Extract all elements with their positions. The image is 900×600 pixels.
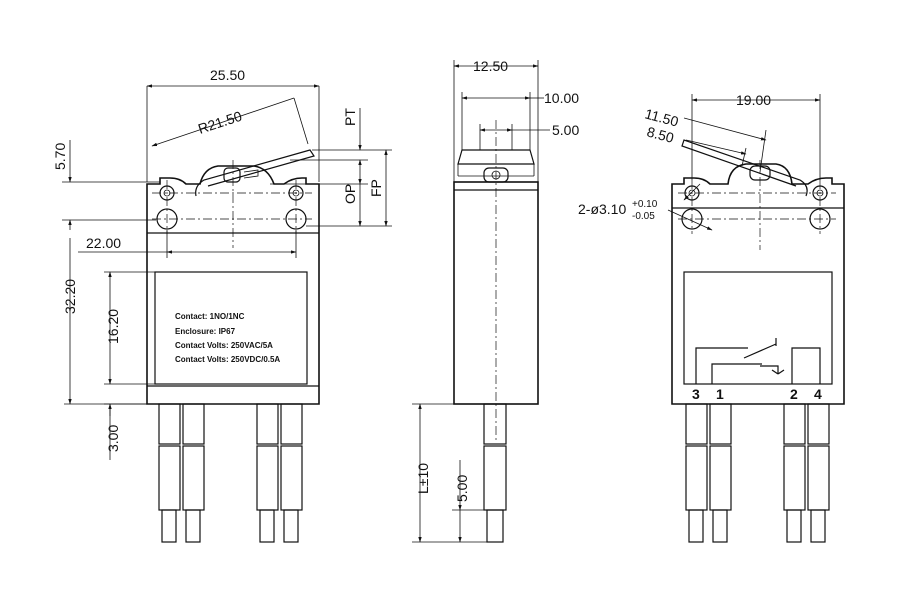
dim-front-width: 25.50 <box>210 67 245 83</box>
label-volts-dc: Contact Volts: 250VDC/0.5A <box>175 355 280 364</box>
side-lead <box>483 403 507 445</box>
dim-fp: FP <box>368 179 384 197</box>
dim-pt: PT <box>342 108 358 126</box>
switch-symbol <box>695 338 821 384</box>
dim-back-width: 19.00 <box>736 92 771 108</box>
dim-lead-length: L±10 <box>415 463 431 494</box>
dim-label-height: 16.20 <box>105 309 121 344</box>
pin-label-2: 2 <box>790 386 798 402</box>
dim-hole-pitch: 22.00 <box>86 235 121 251</box>
label-volts-ac: Contact Volts: 250VAC/5A <box>175 341 273 350</box>
front-view: Contact: 1NO/1NC Enclosure: IP67 Contact… <box>52 67 392 543</box>
side-view: 12.50 10.00 5.00 L±10 5.00 <box>412 58 579 543</box>
dim-strip-length: 5.00 <box>454 475 470 502</box>
front-label-panel <box>154 271 308 385</box>
back-lever <box>681 139 808 197</box>
dim-plunger-width: 5.00 <box>552 122 579 138</box>
pin-label-1: 1 <box>716 386 724 402</box>
back-view: 3 1 2 4 <box>578 92 845 543</box>
pin-label-4: 4 <box>814 386 822 402</box>
back-panel <box>683 271 833 385</box>
dim-body-height: 32.20 <box>62 279 78 314</box>
pin-label-3: 3 <box>692 386 700 402</box>
dim-side-width: 12.50 <box>473 58 508 74</box>
label-enclosure: Enclosure: IP67 <box>175 327 236 336</box>
front-terminals <box>158 403 303 543</box>
dim-hole-tol-plus: +0.10 <box>632 199 658 210</box>
front-lever <box>195 149 315 197</box>
label-contact: Contact: 1NO/1NC <box>175 312 245 321</box>
dim-terminal-gap: 3.00 <box>105 425 121 452</box>
dim-hole-tol-minus: -0.05 <box>632 211 655 222</box>
dim-actuator-width: 10.00 <box>544 90 579 106</box>
dim-top-height: 5.70 <box>52 143 68 170</box>
dim-lever-radius: R21.50 <box>196 108 244 137</box>
dim-op: OP <box>342 184 358 204</box>
back-body-outline <box>671 163 845 405</box>
dim-hole-spec: 2-ø3.10 <box>578 201 626 217</box>
back-terminals <box>685 403 830 543</box>
dim-lever-len-b: 8.50 <box>645 123 676 146</box>
